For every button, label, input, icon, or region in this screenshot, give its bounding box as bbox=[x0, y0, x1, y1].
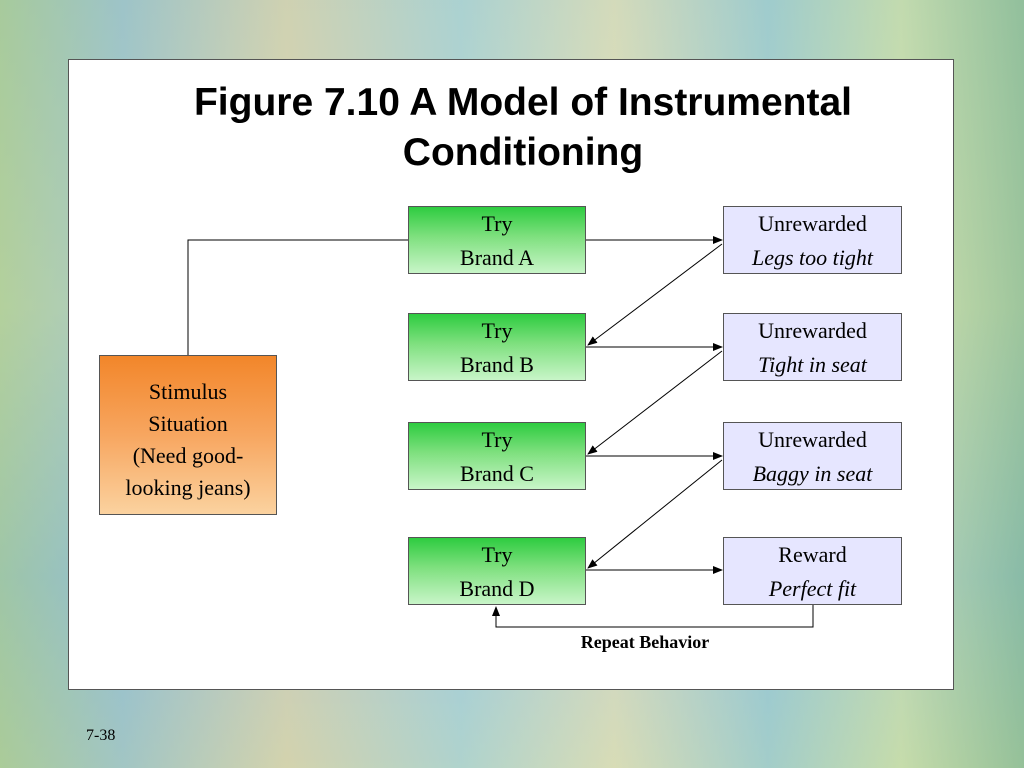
outcome-3-status: Unrewarded bbox=[758, 427, 867, 452]
outcome-4-reason: Perfect fit bbox=[768, 576, 857, 601]
title-line-1: Figure 7.10 A Model of Instrumental bbox=[193, 81, 853, 124]
outcome-2-status: Unrewarded bbox=[758, 318, 867, 343]
outcome-2-reason: Tight in seat bbox=[758, 352, 867, 377]
outcome-1-box: Unrewarded Legs too tight bbox=[723, 206, 902, 274]
outcome-2-to-brand-c-arrow bbox=[587, 350, 723, 455]
brand-a-box: Try Brand A bbox=[408, 206, 586, 274]
outcome-3-box: Unrewarded Baggy in seat bbox=[723, 422, 902, 490]
brand-b-box: Try Brand B bbox=[408, 313, 586, 381]
stimulus-line-3: (Need good- bbox=[132, 443, 244, 468]
brand-c-line-1: Try bbox=[481, 427, 513, 452]
outcome-3-reason: Baggy in seat bbox=[752, 461, 873, 486]
stimulus-line-4: looking jeans) bbox=[125, 475, 251, 500]
brand-d-line-2: Brand D bbox=[459, 576, 535, 601]
repeat-behavior-label: Repeat Behavior bbox=[580, 632, 710, 652]
figure-title: Figure 7.10 A Model of Instrumental Cond… bbox=[68, 78, 978, 178]
brand-a-line-2: Brand A bbox=[460, 245, 534, 270]
outcome-2-box: Unrewarded Tight in seat bbox=[723, 313, 902, 381]
brand-c-line-2: Brand C bbox=[460, 461, 534, 486]
outcome-4-box: Reward Perfect fit bbox=[723, 537, 902, 605]
brand-c-box: Try Brand C bbox=[408, 422, 586, 490]
outcome-3-to-brand-d-arrow bbox=[587, 459, 723, 569]
repeat-behavior-loop-arrow bbox=[492, 604, 814, 628]
stimulus-to-brand-a-line bbox=[187, 239, 408, 355]
stimulus-situation-box: Stimulus Situation (Need good- looking j… bbox=[99, 355, 277, 515]
outcome-1-reason: Legs too tight bbox=[751, 245, 873, 270]
page-number: 7-38 bbox=[86, 727, 116, 744]
stimulus-line-1: Stimulus bbox=[148, 379, 228, 404]
outcome-4-status: Reward bbox=[778, 542, 847, 567]
title-line-2: Conditioning bbox=[402, 131, 644, 174]
brand-d-box: Try Brand D bbox=[408, 537, 586, 605]
brand-d-line-1: Try bbox=[481, 542, 513, 567]
stimulus-line-2: Situation bbox=[148, 411, 228, 436]
outcome-1-status: Unrewarded bbox=[758, 211, 867, 236]
brand-b-line-1: Try bbox=[481, 318, 513, 343]
brand-b-line-2: Brand B bbox=[460, 352, 534, 377]
outcome-1-to-brand-b-arrow bbox=[587, 243, 723, 346]
brand-a-line-1: Try bbox=[481, 211, 513, 236]
